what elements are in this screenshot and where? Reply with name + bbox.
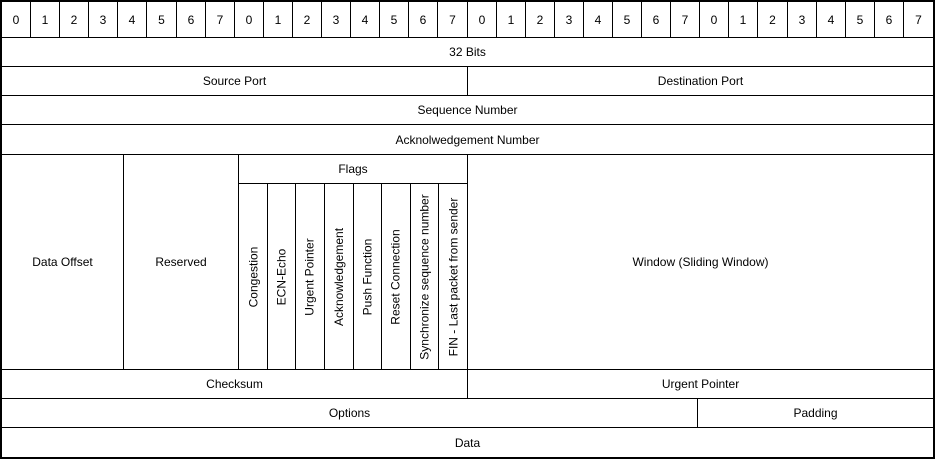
bit-index-cell: 0 [235,2,264,38]
destination-port-field: Destination Port [468,67,933,96]
bit-index-cell: 6 [409,2,438,38]
bit-index-cell: 7 [438,2,468,38]
bit-index-cell: 7 [904,2,933,38]
flag-cell: Urgent Pointer [296,184,325,370]
flag-cell: ECN-Echo [268,184,296,370]
data-offset-field: Data Offset [2,155,124,370]
bit-index-cell: 5 [846,2,875,38]
flag-label: Reset Connection [389,228,404,325]
flag-cell: Acknowledgement [325,184,354,370]
flag-label: Acknowledgement [332,227,346,326]
flag-cell: Push Function [354,184,382,370]
bit-index-cell: 2 [758,2,788,38]
bit-index-cell: 0 [468,2,497,38]
bit-index-cell: 2 [293,2,322,38]
reserved-field: Reserved [124,155,239,370]
flag-label: Push Function [360,238,375,315]
flag-cell: Congestion [239,184,268,370]
flag-cell: Reset Connection [382,184,411,370]
flag-label: Urgent Pointer [303,237,317,316]
bit-index-cell: 4 [584,2,613,38]
flag-label: Congestion [246,246,260,307]
bit-index-cell: 1 [264,2,293,38]
bit-index-cell: 4 [817,2,846,38]
flag-cell: FIN - Last packet from sender [439,184,468,370]
window-field: Window (Sliding Window) [468,155,933,370]
bit-index-cell: 1 [729,2,758,38]
urgent-pointer-field: Urgent Pointer [468,370,933,399]
bit-index-cell: 4 [118,2,147,38]
checksum-field: Checksum [2,370,468,399]
ack-number-field: Acknolwedgement Number [2,125,933,155]
data-field: Data [2,428,933,457]
bit-index-cell: 3 [555,2,584,38]
bit-index-cell: 5 [613,2,642,38]
bit-index-cell: 6 [642,2,671,38]
bit-index-cell: 7 [206,2,235,38]
bit-index-cell: 7 [671,2,700,38]
flags-title: Flags [239,155,468,184]
bit-index-cell: 2 [60,2,89,38]
bit-index-cell: 2 [526,2,555,38]
flag-label: ECN-Echo [274,248,289,305]
bit-index-cell: 6 [875,2,904,38]
bit-index-cell: 1 [497,2,526,38]
flag-cell: Synchronize sequence number [411,184,439,370]
sequence-number-field: Sequence Number [2,96,933,125]
bit-index-cell: 6 [177,2,206,38]
bit-index-cell: 3 [89,2,118,38]
bit-index-cell: 0 [700,2,729,38]
padding-field: Padding [698,399,933,428]
bit-index-cell: 5 [380,2,409,38]
flag-label: FIN - Last packet from sender [446,197,461,356]
flag-label: Synchronize sequence number [417,193,432,360]
bit-index-cell: 3 [788,2,817,38]
header-32-bits: 32 Bits [2,38,933,67]
bit-index-cell: 4 [351,2,380,38]
source-port-field: Source Port [2,67,468,96]
options-field: Options [2,399,698,428]
bit-index-cell: 1 [31,2,60,38]
bit-index-cell: 0 [2,2,31,38]
bit-index-cell: 5 [147,2,177,38]
bit-index-cell: 3 [322,2,351,38]
